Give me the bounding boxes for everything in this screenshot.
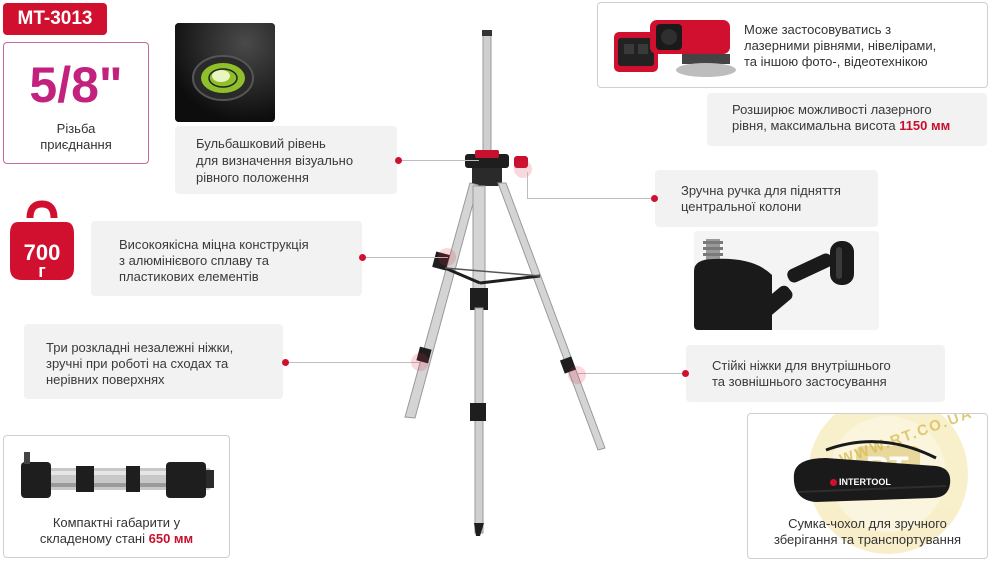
leader-construction: [362, 257, 448, 258]
sturdy-line-2: та зовнішнього застосування: [712, 374, 887, 389]
legs-callout: Три розкладні незалежні ніжки, зручні пр…: [24, 324, 283, 399]
marker-construction: [359, 254, 366, 261]
bubble-line-2: для визначення візуально: [196, 153, 354, 168]
compat-line-3: та іншою фото-, відеотехнікою: [744, 54, 928, 69]
leader-handle: [528, 198, 655, 199]
bubble-level-photo: [175, 23, 275, 122]
construction-line-3: пластикових елементів: [119, 269, 259, 284]
compatibility-card: Може застосовуватись з лазерними рівнями…: [597, 2, 988, 88]
max-height-callout: Розширює можливості лазерного рівня, мак…: [707, 93, 987, 146]
handle-callout: Зручна ручка для підняття центральної ко…: [655, 170, 878, 227]
bag-line-2: зберігання та транспортування: [773, 532, 962, 547]
leader-sturdy: [578, 373, 686, 374]
thread-spec-card: 5/8" Різьба приєднання: [3, 42, 149, 164]
thread-label-1: Різьба: [56, 121, 96, 136]
marker-halo-legs: [411, 353, 429, 371]
bag-brand: INTERTOOL: [839, 477, 891, 487]
legs-line-3: нерівних поверхнях: [46, 372, 165, 387]
compact-line-1: Компактні габарити у: [52, 515, 181, 530]
extends-line-1: Розширює можливості лазерного: [732, 102, 932, 117]
sturdy-legs-callout: Стійкі ніжки для внутрішнього та зовнішн…: [686, 345, 945, 402]
marker-bubble: [395, 157, 402, 164]
compat-line-1: Може застосовуватись з: [744, 22, 892, 37]
marker-halo-handle: [514, 160, 532, 178]
marker-halo-sturdy: [568, 366, 586, 384]
thread-label-2: приєднання: [40, 137, 112, 152]
leader-bubble: [397, 160, 479, 161]
extends-line-2-text: рівня, максимальна висота: [732, 118, 900, 133]
max-height-value: 1150 мм: [899, 118, 951, 133]
leader-legs: [283, 362, 420, 363]
carry-bag-card: WWW.RT.CO.UA RT INTERTOOL Сумка-чохол дл…: [747, 413, 988, 559]
construction-line-2: з алюмінієвого сплаву та: [119, 253, 269, 268]
compact-line-2: складеному стані 650 мм: [4, 531, 229, 546]
construction-callout: Високоякісна міцна конструкція з алюміні…: [91, 221, 362, 296]
model-badge: MT-3013: [3, 3, 107, 35]
brand-icon: [830, 479, 837, 487]
folded-tripod-image: [21, 452, 214, 498]
handle-line-1: Зручна ручка для підняття: [681, 183, 841, 198]
leader-handle-vertical: [527, 172, 528, 199]
marker-sturdy: [682, 370, 689, 377]
compact-size-card: Компактні габарити у складеному стані 65…: [3, 435, 230, 558]
bubble-line-3: рівного положення: [196, 170, 309, 185]
marker-handle: [651, 195, 658, 202]
construction-line-1: Високоякісна міцна конструкція: [119, 237, 309, 252]
bubble-line-1: Бульбашковий рівень: [196, 136, 326, 151]
compact-size-value: 650 мм: [148, 531, 194, 546]
handle-photo: [694, 231, 879, 330]
weight-icon: 700 г: [8, 200, 76, 282]
compact-line-2-text: складеному стані: [39, 531, 149, 546]
laser-level-image: [614, 20, 736, 77]
marker-legs: [282, 359, 289, 366]
model-number: MT-3013: [17, 8, 93, 29]
handle-line-2: центральної колони: [681, 199, 802, 214]
bag-line-1: Сумка-чохол для зручного: [788, 516, 947, 531]
weight-unit: г: [38, 261, 46, 281]
bag-brand-label: INTERTOOL: [830, 477, 891, 487]
sturdy-line-1: Стійкі ніжки для внутрішнього: [712, 358, 891, 373]
marker-halo-construction: [438, 248, 456, 266]
legs-line-1: Три розкладні незалежні ніжки,: [46, 340, 234, 355]
bag-image: [793, 440, 951, 502]
legs-line-2: зручні при роботі на сходах та: [46, 356, 229, 371]
tripod-image: [404, 30, 606, 536]
thread-size: 5/8": [29, 57, 123, 113]
bubble-level-callout: Бульбашковий рівень для визначення візуа…: [175, 126, 397, 194]
weight-value: 700: [23, 240, 61, 265]
compat-line-2: лазерними рівнями, нівелірами,: [744, 38, 937, 53]
extends-line-2: рівня, максимальна висота 1150 мм: [732, 117, 950, 134]
